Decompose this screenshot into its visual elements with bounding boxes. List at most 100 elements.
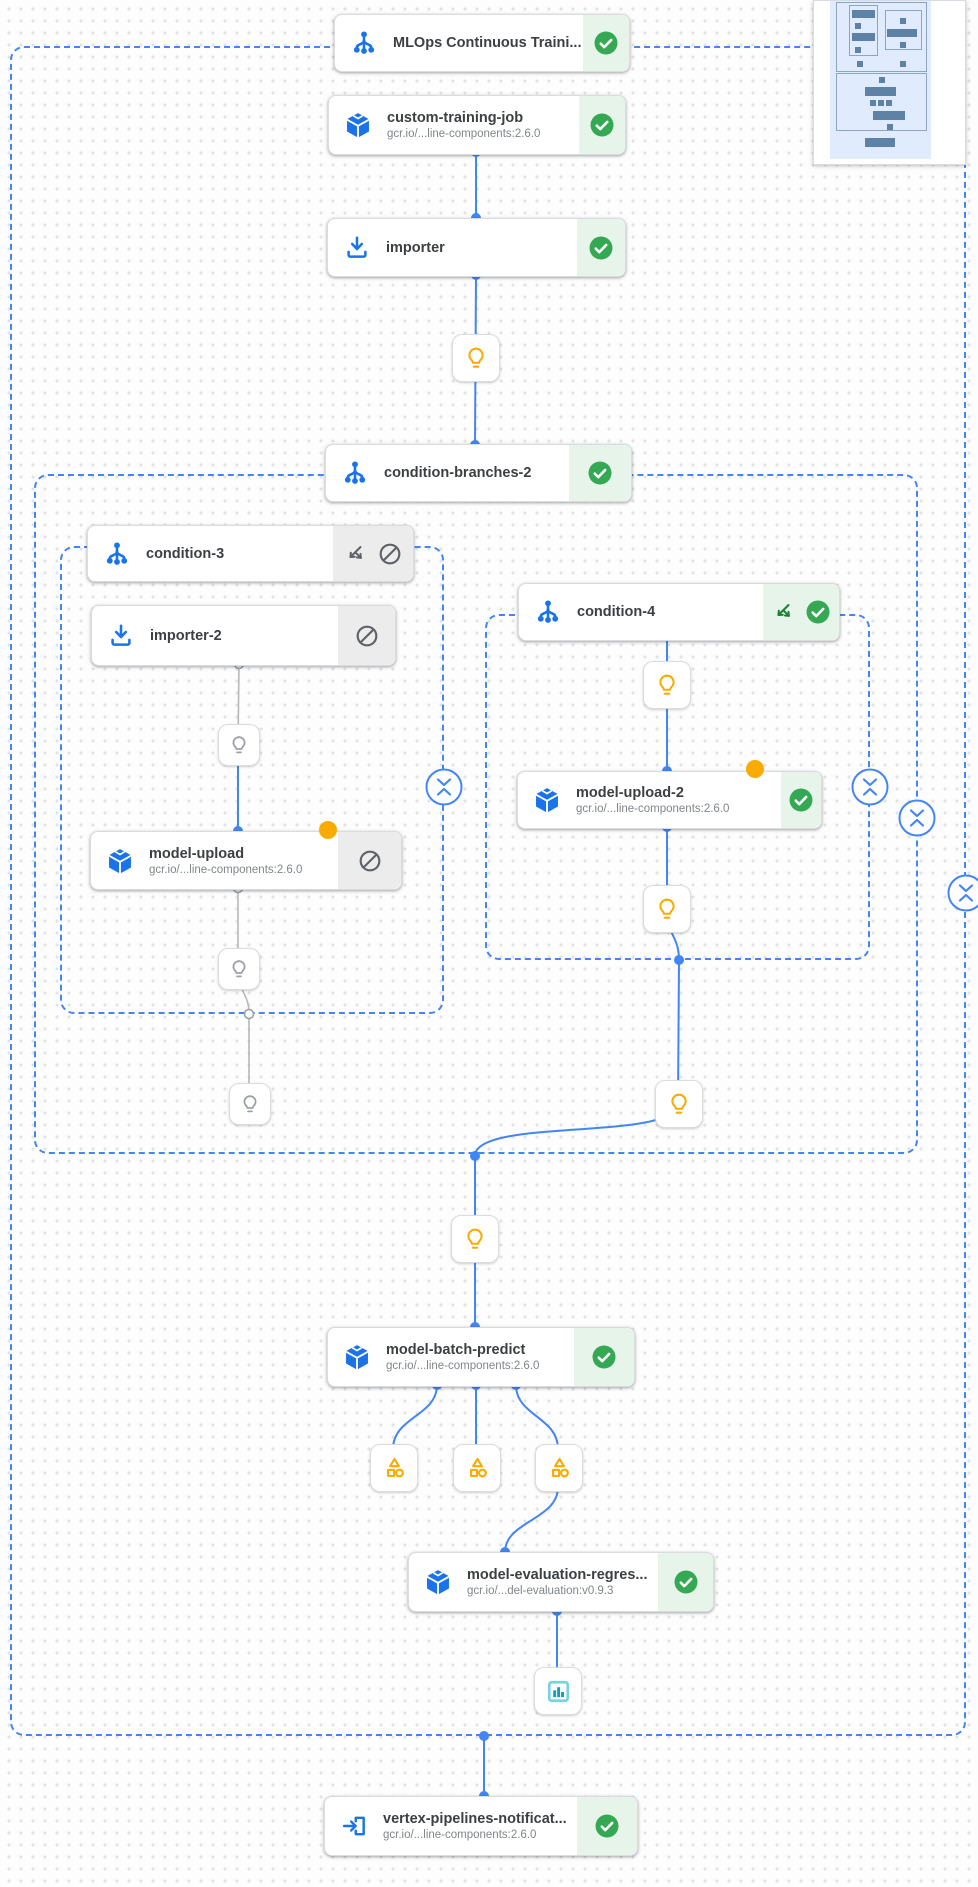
lightbulb-icon [659,898,675,919]
minimap-group-rect [849,5,878,56]
status-chip [577,219,625,276]
status-chip [333,526,413,581]
lightbulb-icon [243,1095,257,1113]
minimap-node-bar [887,29,917,37]
collapse-chevrons-icon [898,799,936,837]
check-status [587,460,613,486]
success-check-icon [595,1814,619,1838]
block-status [377,541,403,567]
node-importer[interactable]: importer [327,218,626,277]
condition-tree-icon [537,600,559,623]
success-check-icon [588,461,612,485]
check-status [593,30,619,56]
skipped-block-icon [359,850,380,871]
status-chip [577,1797,637,1855]
collapse-button-condition-3-group[interactable] [425,768,463,806]
collapse-chevrons-icon [425,768,463,806]
node-condition-4[interactable]: condition-4 [518,583,840,641]
condition-node-icon [341,459,369,487]
minimap[interactable] [813,0,966,165]
check-status [594,1813,620,1839]
node-mlops-continuous-training[interactable]: MLOps Continuous Traini... [334,14,630,72]
component-cube-icon [346,1345,368,1370]
branch-split-icon [349,545,362,559]
bulb-yellow-badge[interactable] [643,885,691,933]
import-node-icon [343,234,371,262]
minimap-group-rect [885,10,922,50]
status-chip [583,15,629,71]
node-custom-training-job[interactable]: custom-training-job gcr.io/...line-compo… [328,95,626,155]
check-status [673,1569,699,1595]
condition-node-icon [350,29,378,57]
condition-tree-icon [106,541,128,565]
node-model-upload[interactable]: model-upload gcr.io/...line-components:2… [90,831,402,890]
condition-tree-icon [344,461,366,484]
success-check-icon [590,113,614,137]
minimap-node-bar [879,77,885,83]
alert-dot-model-upload [319,821,337,839]
minimap-node-bar [886,100,892,106]
status-chip [569,445,631,501]
node-title: importer-2 [150,627,222,644]
minimap-node-bar [865,87,896,96]
node-title: custom-training-job [387,110,524,126]
cube-node-icon [343,1343,371,1371]
node-condition-branches-2[interactable]: condition-branches-2 [325,444,632,502]
artifact-badge[interactable] [453,1444,501,1492]
bulb-yellow-badge[interactable] [655,1080,703,1128]
node-title: model-batch-predict [386,1342,526,1358]
status-chip [781,772,821,828]
minimap-node-bar [855,47,861,53]
condition-node-icon [534,598,562,626]
node-title: condition-3 [146,545,225,562]
cube-node-icon [106,847,134,875]
node-model-upload-2[interactable]: model-upload-2 gcr.io/...line-components… [517,771,822,829]
node-vertex-pipelines-notification[interactable]: vertex-pipelines-notificat... gcr.io/...… [324,1796,638,1856]
bulb-gray-badge[interactable] [229,1083,271,1125]
lightbulb-icon [671,1093,687,1114]
success-check-icon [592,1345,616,1369]
bulb-gray-badge[interactable] [218,724,260,766]
artifact-badge[interactable] [535,1444,583,1492]
minimap-node-bar [873,111,905,120]
collapse-button-condition-4-group[interactable] [851,768,889,806]
cube-node-icon [424,1568,452,1596]
lightbulb-icon [232,736,246,754]
branch-gray-status [344,542,368,566]
node-model-evaluation-regression[interactable]: model-evaluation-regres... gcr.io/...del… [408,1552,714,1612]
check-status [591,1344,617,1370]
status-chip [579,96,625,154]
lightbulb-icon [232,960,246,978]
collapse-button-pipeline-root[interactable] [947,874,978,912]
node-condition-3[interactable]: condition-3 [87,525,414,582]
node-subtitle: gcr.io/...line-components:2.6.0 [386,1360,540,1372]
minimap-node-bar [878,100,884,106]
bulb-gray-badge[interactable] [218,948,260,990]
artifact-icon [551,1457,569,1477]
import-download-icon [347,235,367,258]
minimap-group-rect [836,2,927,72]
block-status [354,623,380,649]
bulb-yellow-badge[interactable] [452,334,500,382]
success-check-icon [594,31,618,55]
branch-split-icon [777,604,790,617]
condition-node-icon [103,540,131,568]
minimap-node-bar [900,61,906,67]
exit-to-app-icon [342,1816,365,1836]
collapse-button-condition-branches-2-group[interactable] [898,799,936,837]
status-chip [763,584,839,640]
node-title: condition-branches-2 [384,465,532,481]
component-cube-icon [536,788,558,813]
artifact-badge[interactable] [370,1444,418,1492]
bulb-yellow-badge[interactable] [451,1215,499,1263]
node-subtitle: gcr.io/...line-components:2.6.0 [383,1829,537,1841]
node-model-batch-predict[interactable]: model-batch-predict gcr.io/...line-compo… [327,1327,635,1387]
node-title: model-evaluation-regres... [467,1567,648,1583]
exit-node-icon [340,1812,368,1840]
metrics-badge[interactable] [534,1667,582,1715]
skipped-block-icon [379,543,400,564]
bulb-yellow-badge[interactable] [643,661,691,709]
artifact-icon [386,1457,404,1477]
cube-node-icon [344,111,372,139]
node-importer-2[interactable]: importer-2 [91,605,396,666]
